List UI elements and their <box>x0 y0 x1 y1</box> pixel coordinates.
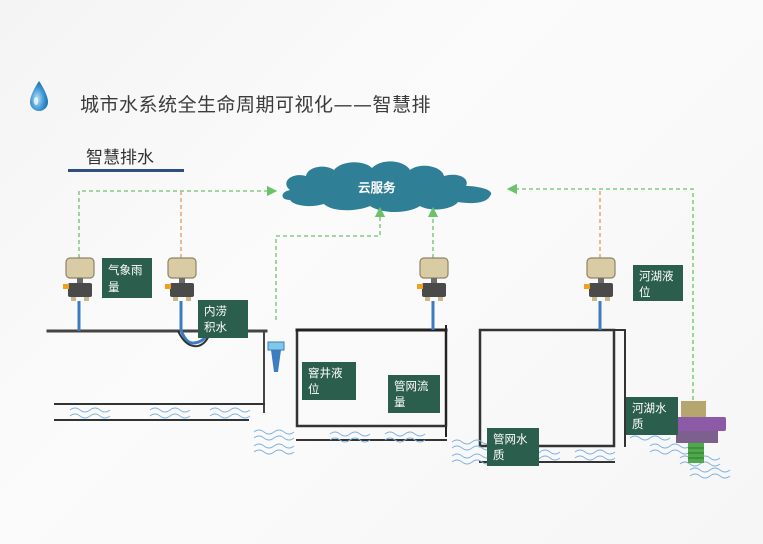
pipe-quality-label: 管网水 质 <box>487 428 539 466</box>
rain-label: 气象雨 量 <box>102 258 152 298</box>
pipe-quality-label-line2: 质 <box>493 448 505 462</box>
pipe-flow-label: 管网流 量 <box>388 375 440 413</box>
manhole-level-label-line2: 位 <box>308 382 320 396</box>
river-quality-label-line1: 河湖水 <box>632 401 667 415</box>
waterlogging-label-line2: 积水 <box>204 320 227 334</box>
section-title-underline <box>68 169 184 172</box>
water-quality-buoy-icon <box>668 401 726 463</box>
river-quality-label: 河湖水 质 <box>626 397 678 435</box>
river-level-sensor-icon <box>583 257 616 330</box>
river-level-label-line2: 位 <box>639 285 651 299</box>
pipe-flow-sensor-icon <box>416 257 449 330</box>
waterlogging-label-line1: 内涝 <box>204 304 227 318</box>
data-links <box>78 183 694 400</box>
page-title: 城市水系统全生命周期可视化——智慧排 <box>80 94 432 116</box>
rain-label-line1: 气象雨 <box>108 263 143 277</box>
waterlogging-label: 内涝 积水 <box>198 300 248 338</box>
manhole-level-label-line1: 窨井液 <box>308 366 343 380</box>
manhole-level-probe-icon <box>267 341 285 372</box>
section-title: 智慧排水 <box>86 148 154 168</box>
pipe-quality-label-line1: 管网水 <box>493 432 528 446</box>
cloud-service-icon: 云服务 <box>282 161 492 212</box>
river-quality-label-line2: 质 <box>632 417 644 431</box>
river-level-label-line1: 河湖液 <box>639 269 674 283</box>
pipe-flow-label-line1: 管网流 <box>394 379 429 393</box>
water-drop-icon <box>28 80 50 118</box>
river-level-label: 河湖液 位 <box>633 265 683 301</box>
rain-label-line2: 量 <box>108 280 120 294</box>
rain-gauge-sensor-icon <box>62 257 95 331</box>
pipe-flow-label-line2: 量 <box>394 395 406 409</box>
cloud-label: 云服务 <box>358 180 396 195</box>
ground-structures <box>46 325 626 463</box>
manhole-level-label: 窨井液 位 <box>302 362 356 400</box>
